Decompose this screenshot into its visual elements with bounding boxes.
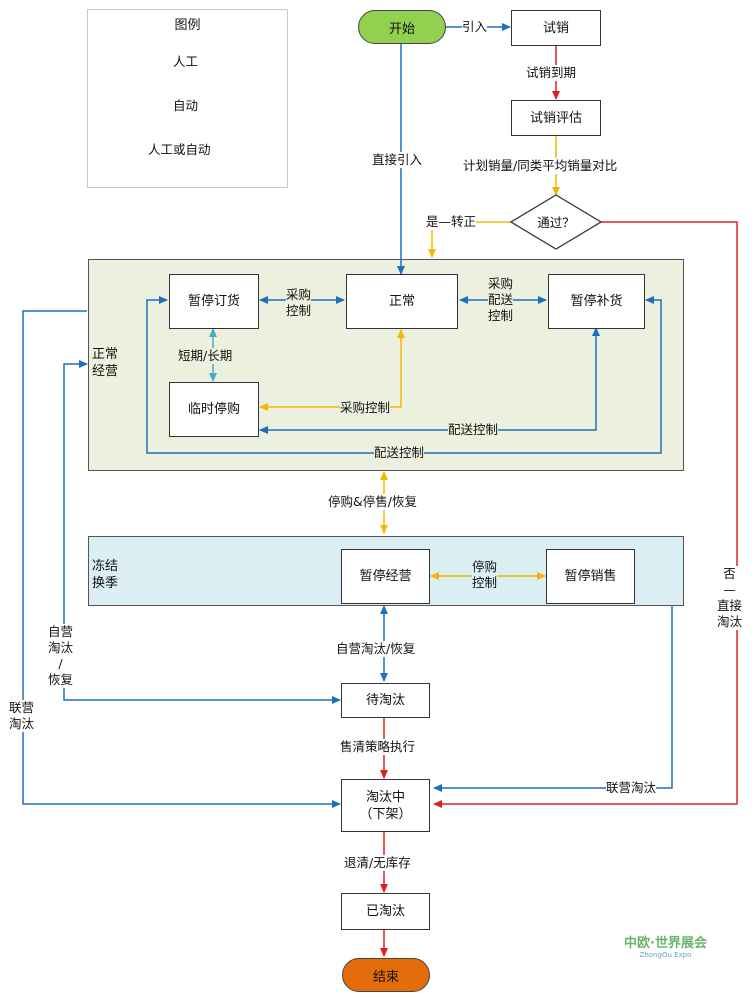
label-distribution-control-b: 配送控制 <box>374 445 425 461</box>
pause-sales-node: 暂停销售 <box>546 549 635 604</box>
eliminating-line2: （下架） <box>359 806 412 822</box>
label-pdc-1: 采购 <box>488 276 514 291</box>
label-clearance: 售清策略执行 <box>340 739 416 755</box>
pause-order-node: 暂停订货 <box>169 274 259 329</box>
normal-region-label: 正常 经营 <box>92 346 118 380</box>
label-yes-convert: 是—转正 <box>426 214 477 230</box>
pending-elim-node: 待淘汰 <box>341 683 430 718</box>
watermark-name: 中欧·世界展会 <box>624 936 707 951</box>
label-jel-1: 联营 <box>9 700 35 715</box>
label-sel-2: 淘汰 <box>48 640 74 655</box>
label-spc-2: 控制 <box>472 575 498 590</box>
label-self-elim-left: 自营 淘汰 / 恢复 <box>48 624 74 688</box>
decision-diamond <box>509 194 603 250</box>
legend-title: 图例 <box>174 18 201 33</box>
label-nde-3: 直接 <box>717 598 743 613</box>
start-node: 开始 <box>358 10 446 44</box>
label-sel-3: / <box>58 656 63 671</box>
edge-self-elim-left <box>63 360 341 704</box>
label-purchase-control-b: 采购控制 <box>340 400 391 416</box>
eliminated-node: 已淘汰 <box>341 893 430 930</box>
label-stop-purchase-control: 停购 控制 <box>472 559 498 591</box>
label-sel-4: 恢复 <box>48 672 74 687</box>
normal-region-label-line1: 正常 <box>92 347 119 362</box>
legend-either-label: 人工或自动 <box>148 142 211 158</box>
label-joint-elim-right: 联营淘汰 <box>606 780 657 796</box>
label-purchase-control-a-2: 控制 <box>286 303 312 318</box>
label-self-elim-resume: 自营淘汰/恢复 <box>336 641 416 657</box>
freeze-region-label: 冻结 换季 <box>92 558 118 592</box>
label-stop-resume: 停购&停售/恢复 <box>328 494 417 510</box>
label-compare: 计划销量/同类平均销量对比 <box>463 158 618 174</box>
watermark-logo: 中欧·世界展会 ZhongOu Expo <box>624 932 707 959</box>
eliminating-line1: 淘汰中 <box>365 789 405 805</box>
label-nde-4: 淘汰 <box>717 614 743 629</box>
edge-no-direct-eliminate <box>433 221 738 808</box>
label-direct-intro: 直接引入 <box>372 152 423 168</box>
pause-ops-node: 暂停经营 <box>341 549 430 604</box>
trial-node: 试销 <box>511 10 601 46</box>
watermark-sub: ZhongOu Expo <box>639 951 692 959</box>
label-purchase-control-a: 采购 控制 <box>286 287 312 319</box>
label-pdc-2: 配送 <box>488 292 514 307</box>
label-pdc-3: 控制 <box>488 308 514 323</box>
label-clear-no-stock: 退清/无库存 <box>344 855 411 871</box>
label-jel-2: 淘汰 <box>9 716 35 731</box>
edge-joint-elim-left <box>22 310 341 808</box>
normal-node: 正常 <box>346 274 458 329</box>
label-purchase-control-a-1: 采购 <box>286 287 312 302</box>
eliminating-node: 淘汰中 （下架） <box>341 779 430 832</box>
pause-restock-node: 暂停补货 <box>548 274 645 329</box>
label-purchase-dist-control: 采购 配送 控制 <box>488 276 514 324</box>
edge-distribution-control-a <box>259 327 600 434</box>
label-short-long: 短期/长期 <box>178 348 233 364</box>
label-distribution-control-a: 配送控制 <box>448 422 499 438</box>
trial-eval-node: 试销评估 <box>511 100 601 136</box>
label-introduce: 引入 <box>462 19 488 35</box>
label-spc-1: 停购 <box>472 559 498 574</box>
legend-manual-label: 人工 <box>173 54 199 70</box>
label-nde-1: 否 <box>723 566 736 581</box>
label-nde-2: — <box>723 582 736 597</box>
decision-label: 通过？ <box>537 215 575 230</box>
freeze-region-label-line2: 换季 <box>92 576 119 591</box>
edge-joint-elim-right <box>433 605 673 792</box>
normal-region-label-line2: 经营 <box>92 364 119 379</box>
legend-auto-label: 自动 <box>173 98 199 114</box>
freeze-region-label-line1: 冻结 <box>92 559 119 574</box>
edge-purchase-control <box>259 329 405 411</box>
label-trial-expire: 试销到期 <box>526 65 577 81</box>
label-sel-1: 自营 <box>48 624 74 639</box>
label-no-direct-eliminate: 否 — 直接 淘汰 <box>717 566 743 630</box>
end-node: 结束 <box>342 958 430 992</box>
temp-stop-node: 临时停购 <box>169 382 259 437</box>
label-joint-elim-left: 联营 淘汰 <box>9 700 35 732</box>
